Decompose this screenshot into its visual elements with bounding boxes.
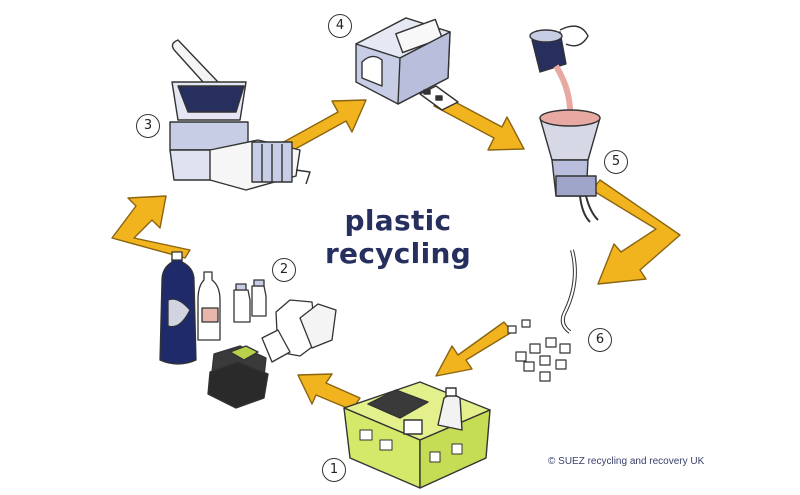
arrow-crate-to-waste xyxy=(297,373,361,411)
arrow-pellets-to-crate xyxy=(435,321,513,377)
step-1-number: 1 xyxy=(322,458,346,482)
arrow-waste-to-shredder xyxy=(111,195,191,259)
step-2-number: 2 xyxy=(272,258,296,282)
step-3-number: 3 xyxy=(136,114,160,138)
step-6-number: 6 xyxy=(588,328,612,352)
copyright-credit: © SUEZ recycling and recovery UK xyxy=(548,456,705,467)
washing-machine-icon xyxy=(355,17,459,111)
plastic-waste-icon xyxy=(159,251,337,409)
arrow-washer-to-extruder xyxy=(433,93,525,151)
pellets-icon xyxy=(507,249,577,382)
step-5-number: 5 xyxy=(604,150,628,174)
melting-extruder-icon xyxy=(529,25,601,223)
arrow-extruder-to-pellets xyxy=(591,179,681,285)
diagram-title: plastic recycling xyxy=(324,204,472,270)
recycling-crate-icon xyxy=(343,381,491,489)
shredder-icon xyxy=(169,39,311,191)
step-4-number: 4 xyxy=(328,14,352,38)
